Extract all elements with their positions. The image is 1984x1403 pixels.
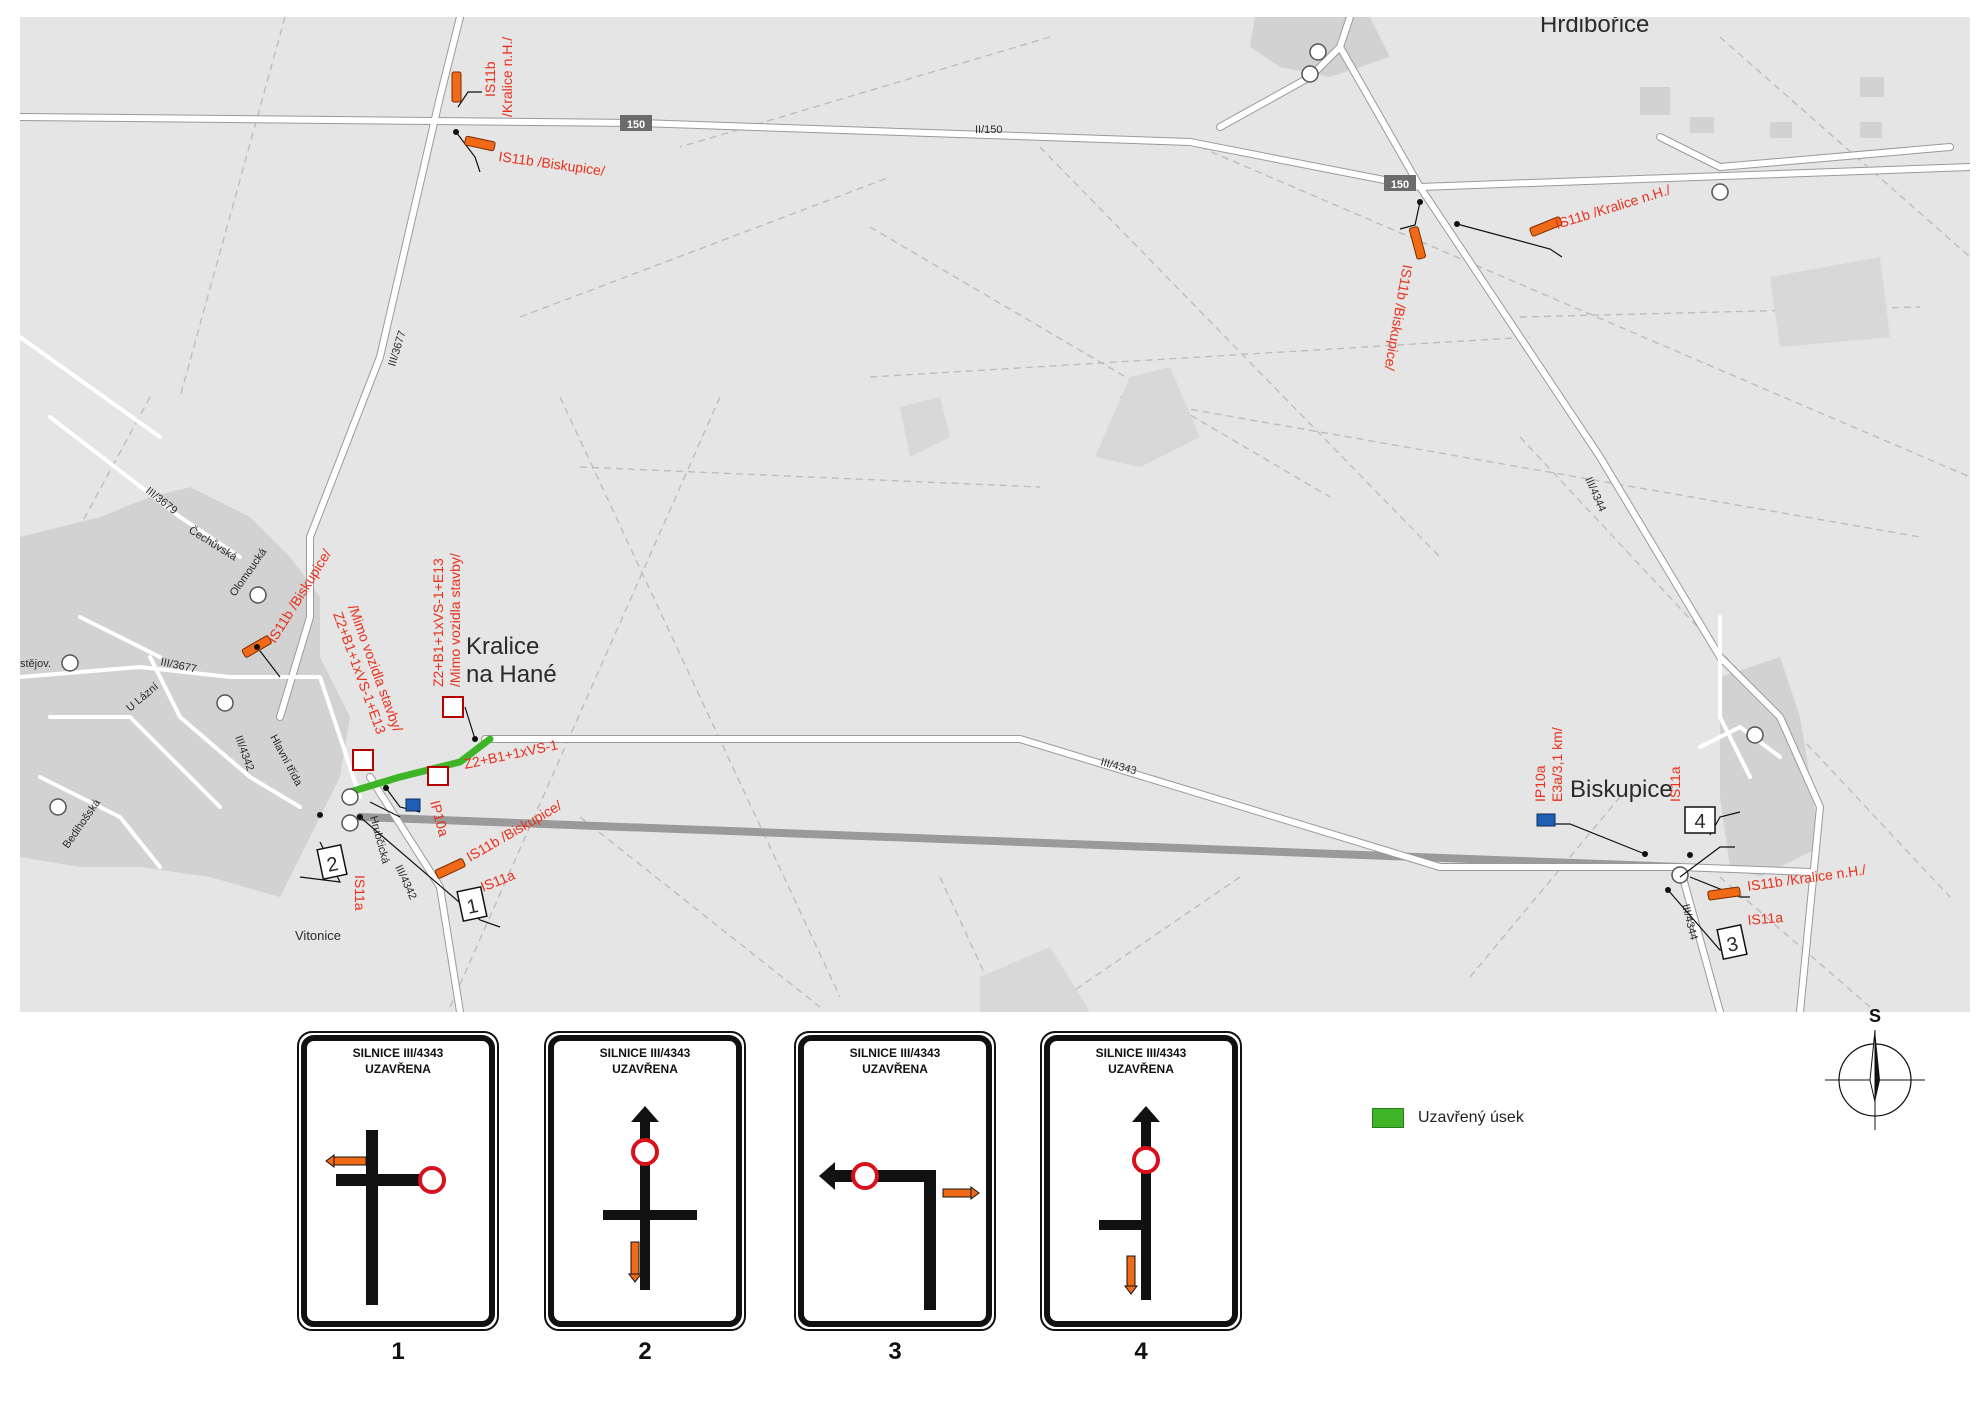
sign-2-title-1: SILNICE III/4343 — [600, 1046, 691, 1060]
annot-z2-b-1: Z2+B1+1xVS-1+E13 — [430, 558, 446, 687]
svg-text:150: 150 — [1391, 179, 1409, 191]
road-badge-150-east: 150 — [1384, 175, 1416, 191]
map-background — [20, 17, 1970, 1012]
sign-3-title-1: SILNICE III/4343 — [850, 1046, 941, 1060]
legend-closed-label: Uzavřený úsek — [1418, 1109, 1524, 1126]
sign-panel-2: SILNICE III/4343 UZAVŘENA — [544, 1031, 746, 1331]
woodland-patches — [900, 257, 1890, 1012]
sign-4-title-1: SILNICE III/4343 — [1096, 1046, 1187, 1060]
compass-label: S — [1869, 1006, 1881, 1026]
roads — [20, 17, 1970, 1012]
built-up-areas — [20, 17, 1884, 897]
sign-4-title-2: UZAVŘENA — [1108, 1061, 1174, 1076]
field-boundaries — [20, 17, 1970, 1008]
annot-is11a-3: IS11a — [1747, 909, 1784, 928]
sign-number-2: 2 — [638, 1338, 652, 1365]
detour-sign-markers — [241, 71, 1750, 953]
annot-ip10a-b-1: IP10a — [1532, 765, 1548, 802]
road-label-ii150: II/150 — [975, 124, 1003, 136]
village-kralice-line1: Kralice — [466, 633, 539, 660]
svg-text:2: 2 — [325, 853, 340, 877]
sign-panel-3: SILNICE III/4343 UZAVŘENA — [794, 1031, 996, 1331]
bus-stop-icons — [49, 43, 1764, 884]
sign-box-4: 4 — [1684, 806, 1716, 834]
svg-text:150: 150 — [627, 119, 645, 131]
map[interactable]: 150 150 II/150 III/3677 III/3679 III/367… — [20, 17, 1970, 1012]
sign-3-detour-arrow — [942, 1186, 980, 1200]
sign-4-detour-arrow — [1124, 1255, 1138, 1295]
annot-is11b-top-dest: /Kralice n.H./ — [499, 37, 515, 117]
sign-number-4: 4 — [1134, 1338, 1148, 1365]
village-vitonice: Vitonice — [295, 928, 341, 943]
sign-1-title-1: SILNICE III/4343 — [353, 1046, 444, 1060]
sign-box-2: 2 — [316, 843, 348, 881]
sign-2-title-2: UZAVŘENA — [612, 1061, 678, 1076]
svg-text:1: 1 — [465, 895, 480, 919]
sign-number-1: 1 — [391, 1338, 405, 1365]
sign-1-detour-arrow — [325, 1154, 367, 1168]
village-kralice-line2: na Hané — [466, 661, 557, 688]
sign-panel-1: SILNICE III/4343 UZAVŘENA — [297, 1031, 499, 1331]
annot-ip10a-b-2: E3a/3,1 km/ — [1549, 727, 1565, 802]
village-biskupice: Biskupice — [1570, 776, 1673, 803]
village-hrdiborice: Hrdibořice — [1540, 17, 1649, 38]
annot-z2-b-2: /Mimo vozidla stavby/ — [447, 553, 463, 687]
legend-closed-swatch — [1372, 1108, 1404, 1128]
annot-is11a-4: IS11a — [1667, 766, 1683, 802]
svg-text:4: 4 — [1694, 811, 1705, 833]
road-badge-150-west: 150 — [620, 115, 652, 131]
sign-panel-4: SILNICE III/4343 UZAVŘENA — [1040, 1031, 1242, 1331]
sign-3-title-2: UZAVŘENA — [862, 1061, 928, 1076]
sign-2-detour-arrow — [628, 1241, 642, 1283]
svg-text:3: 3 — [1725, 933, 1740, 957]
sign-box-3: 3 — [1716, 923, 1748, 961]
annot-is11b-top: IS11b — [482, 61, 498, 97]
sign-box-1: 1 — [456, 885, 488, 923]
legend: Uzavřený úsek — [1372, 1108, 1524, 1128]
sign-number-3: 3 — [888, 1338, 902, 1365]
north-arrow: S — [1825, 1006, 1925, 1130]
annot-is11a-2: IS11a — [352, 875, 368, 911]
street-vicinity-west: stějov. — [20, 658, 51, 670]
sign-1-title-2: UZAVŘENA — [365, 1061, 431, 1076]
